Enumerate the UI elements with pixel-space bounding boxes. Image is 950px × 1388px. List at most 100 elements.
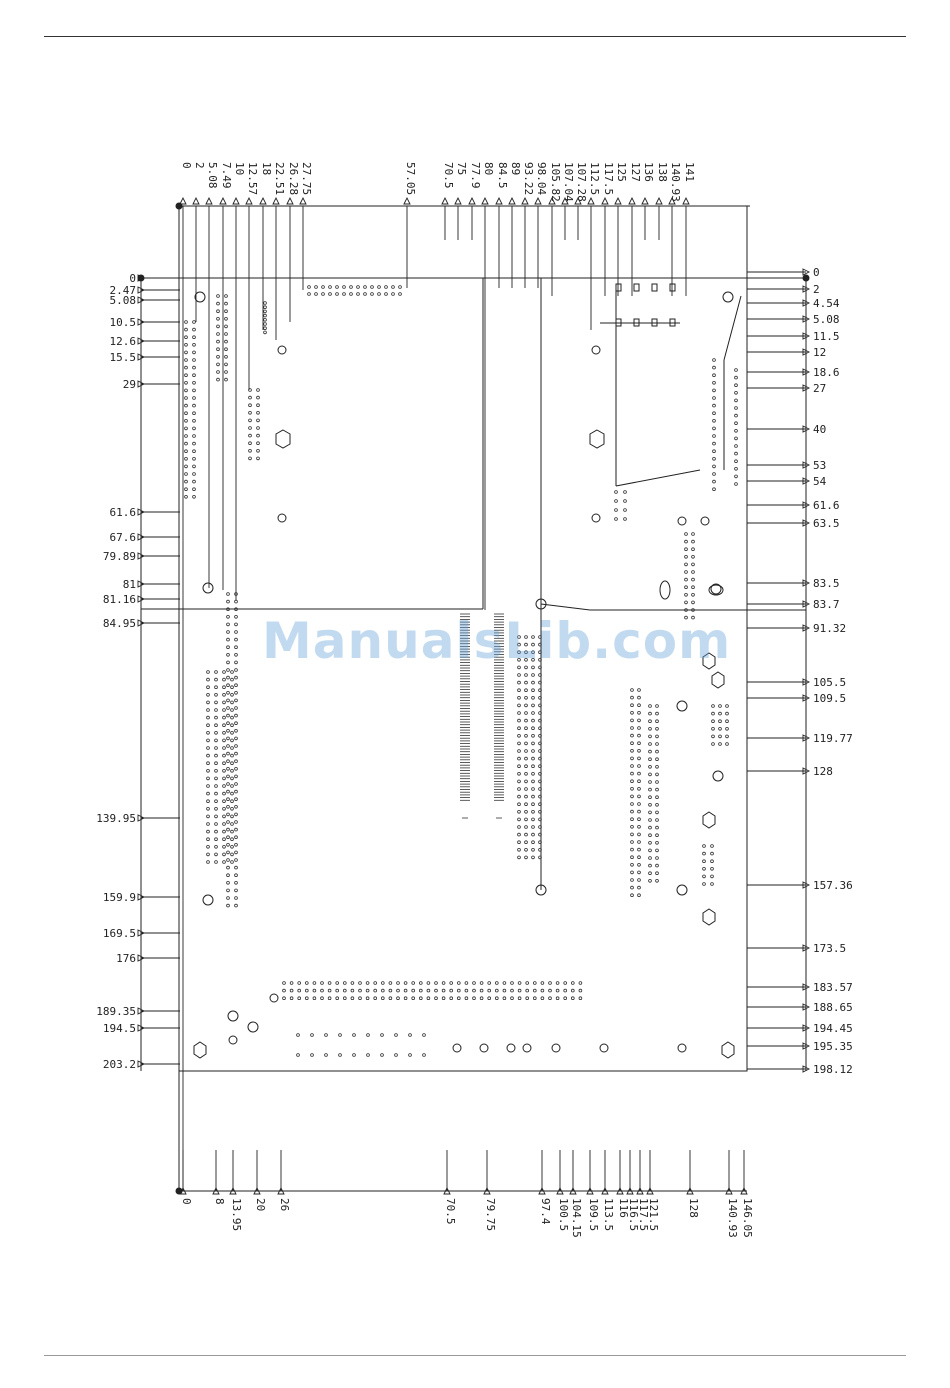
top-dim-label: 84.5 — [496, 162, 509, 189]
pin — [524, 825, 528, 829]
pin — [555, 988, 560, 993]
pin — [263, 305, 267, 310]
pin — [710, 859, 714, 863]
bottom-dim-arrow — [586, 1186, 594, 1195]
pin — [524, 642, 528, 647]
pin — [214, 708, 218, 712]
pin — [734, 398, 738, 403]
pin — [655, 818, 659, 822]
pin — [350, 988, 355, 993]
pin — [710, 866, 714, 871]
hole — [676, 884, 688, 896]
pin — [214, 814, 218, 819]
pin — [248, 410, 252, 415]
pin — [538, 756, 542, 761]
top-dim-arrow — [641, 196, 649, 205]
pin — [630, 878, 634, 882]
pin — [648, 802, 652, 807]
right-dim-label: 53 — [813, 459, 826, 472]
mount-hole — [702, 908, 716, 926]
pin — [531, 832, 535, 837]
pin — [380, 1053, 384, 1057]
pin — [234, 683, 238, 687]
pin — [630, 855, 634, 859]
pin — [224, 377, 228, 382]
pin — [525, 996, 529, 1000]
pin — [214, 837, 218, 841]
pin — [517, 680, 521, 685]
left-dim-label: 176 — [116, 952, 136, 965]
pin — [224, 354, 228, 359]
pin — [226, 865, 230, 870]
pin — [637, 779, 641, 783]
pin — [538, 787, 542, 791]
pin — [226, 630, 230, 634]
pin — [702, 844, 706, 848]
bottom-dim-label: 79.75 — [484, 1198, 497, 1231]
pin — [352, 1033, 356, 1037]
pin — [206, 791, 210, 796]
pin — [411, 996, 416, 1000]
pin — [222, 806, 226, 811]
pin — [289, 981, 294, 985]
mount-hole — [193, 1041, 207, 1059]
right-dim-label: 40 — [813, 423, 826, 436]
pin — [712, 456, 716, 461]
pin — [517, 840, 521, 844]
pin — [338, 1053, 342, 1057]
pin — [263, 326, 267, 331]
pin — [192, 479, 196, 484]
pin — [637, 855, 641, 859]
pin — [456, 981, 461, 985]
pin — [184, 358, 188, 362]
pin — [524, 718, 528, 723]
pin — [630, 764, 634, 768]
bottom-dim-arrow — [538, 1186, 546, 1195]
pin — [418, 981, 423, 985]
pin — [226, 652, 230, 657]
hole — [269, 993, 279, 1003]
pin — [702, 882, 706, 886]
mount-hole — [275, 429, 291, 449]
pin — [517, 711, 521, 715]
pin — [637, 718, 641, 723]
bottom-dim-label: 113.5 — [602, 1198, 615, 1231]
bottom-dim-label: 117.5 — [637, 1198, 650, 1231]
pin — [655, 825, 659, 830]
pin — [538, 771, 542, 776]
pin — [192, 487, 196, 492]
bottom-dim-arrow — [212, 1186, 220, 1195]
hole — [247, 1021, 259, 1033]
pin — [637, 817, 641, 821]
pin — [192, 441, 196, 446]
left-dim-label: 159.9 — [103, 891, 136, 904]
pin — [380, 996, 385, 1000]
pin — [226, 880, 230, 885]
pin — [637, 802, 641, 806]
pin — [256, 441, 260, 446]
pin — [464, 996, 469, 1000]
top-dim-arrow — [561, 196, 569, 205]
top-dim-label: 80 — [482, 162, 495, 175]
pin — [691, 615, 695, 620]
pin — [214, 746, 218, 750]
pin — [342, 988, 347, 993]
pin — [418, 988, 423, 993]
hole — [277, 345, 287, 355]
pin — [630, 733, 634, 738]
pin — [320, 996, 324, 1000]
top-dim-label: 2 — [193, 162, 206, 169]
pin — [531, 680, 535, 685]
pin — [403, 981, 408, 985]
pin — [538, 695, 542, 700]
pin — [538, 703, 542, 708]
top-dim-arrow — [668, 196, 676, 205]
pin — [630, 824, 634, 829]
pin — [655, 795, 659, 799]
pin — [411, 988, 416, 993]
left-dim-arrow — [137, 1007, 146, 1015]
pin — [464, 988, 469, 993]
top-dim-label: 105.82 — [549, 162, 562, 202]
pin — [263, 317, 267, 322]
